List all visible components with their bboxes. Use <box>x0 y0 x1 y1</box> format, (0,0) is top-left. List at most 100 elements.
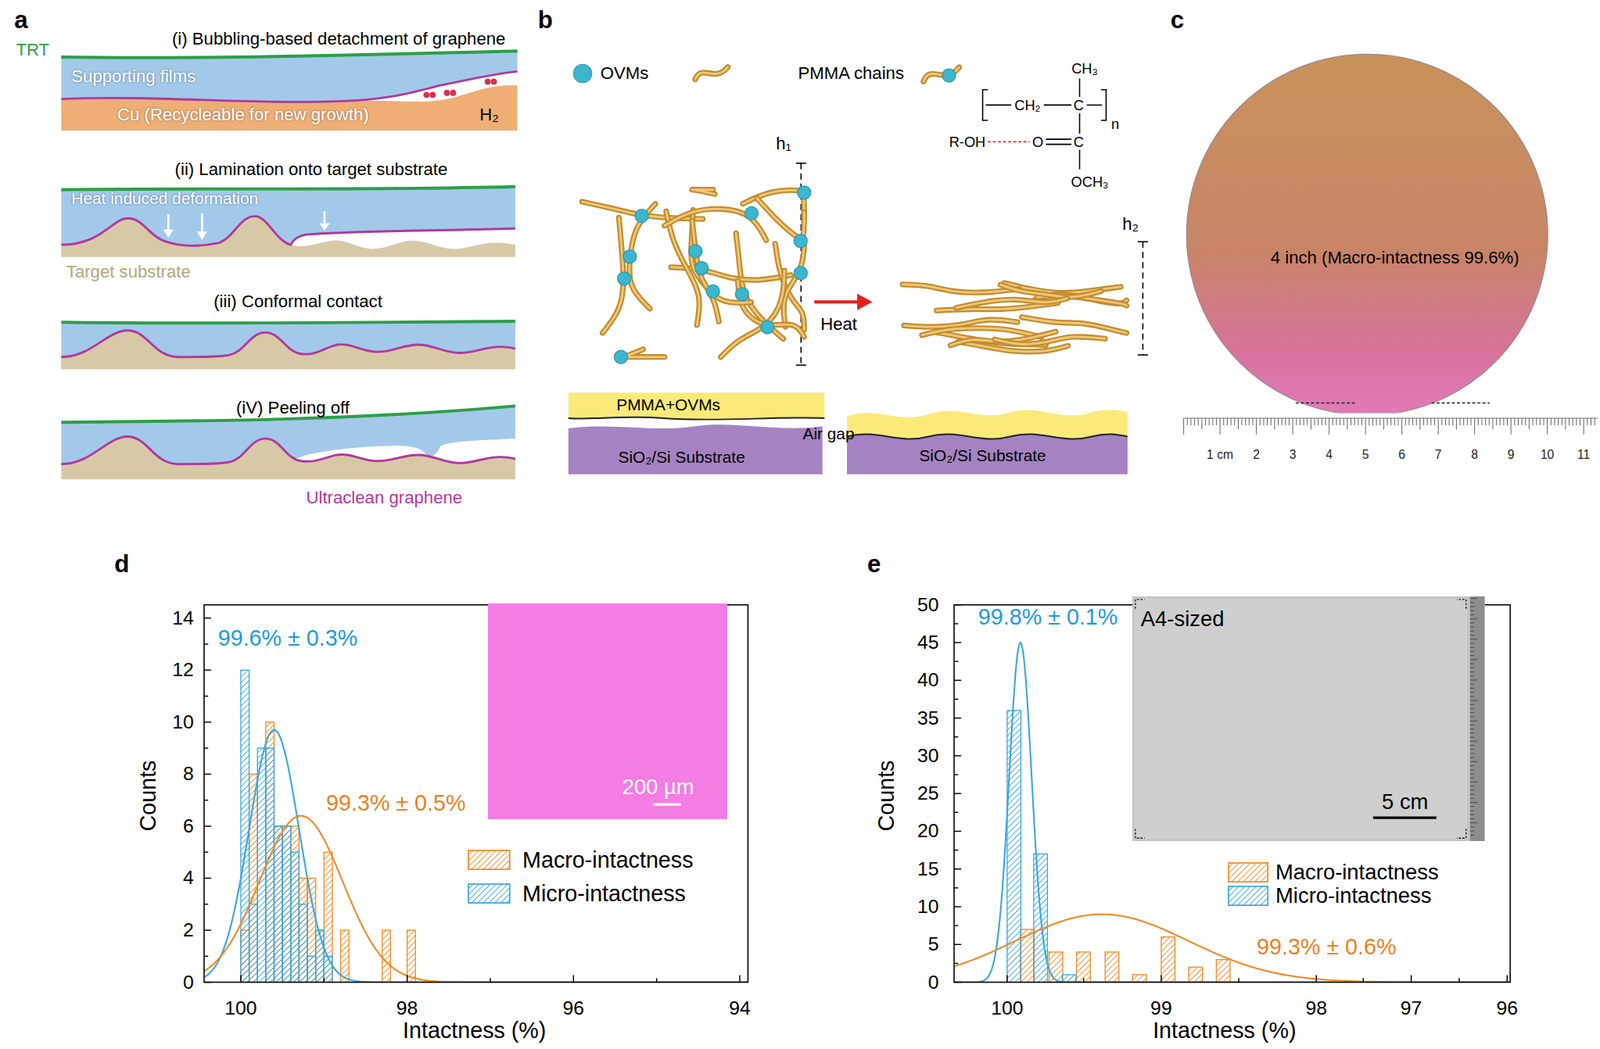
histogram-e <box>1132 975 1147 983</box>
ruler <box>1198 418 1199 426</box>
ruler <box>1506 418 1508 426</box>
histogram-e <box>1006 975 1008 983</box>
photo-inset-art <box>1470 794 1475 796</box>
pmma-chains <box>1022 317 1127 334</box>
tick-label: 98 <box>1305 997 1328 1021</box>
photo-inset-art <box>1470 741 1478 743</box>
photo-inset-art <box>1470 814 1475 816</box>
photo-inset-art <box>1470 728 1475 730</box>
film-band: Heat induced deformation <box>60 190 517 213</box>
photo-inset-art <box>1470 810 1475 812</box>
pmma-chains <box>956 298 1068 309</box>
ruler <box>1252 418 1253 426</box>
ruler <box>1488 418 1490 426</box>
ruler <box>1513 418 1515 426</box>
ruler <box>1368 418 1370 426</box>
ruler-number: 4 <box>1325 448 1333 463</box>
annotation: 99.3% ± 0.5% <box>326 789 466 816</box>
chemical-bonds <box>1079 150 1081 170</box>
hydrogen-bubbles <box>429 91 436 98</box>
process-label: Heat <box>820 314 858 335</box>
ruler <box>1532 418 1534 426</box>
tick-label: 96 <box>563 997 585 1021</box>
ruler <box>1553 418 1555 426</box>
photo-inset-art <box>1470 656 1475 657</box>
ruler <box>1524 418 1526 426</box>
ruler <box>1445 418 1446 426</box>
step-title: (ii) Lamination onto target substrate <box>175 159 449 180</box>
photo-inset-art <box>1470 598 1478 600</box>
ruler <box>1277 418 1279 426</box>
ruler <box>1343 418 1345 426</box>
pmma-chains <box>738 280 805 338</box>
tick-label: 4 <box>182 867 194 890</box>
histogram-d <box>323 978 325 983</box>
ruler-number: 3 <box>1289 448 1297 463</box>
ruler <box>1438 418 1439 435</box>
legend-swatch <box>695 67 729 80</box>
pmma-layer: PMMA+OVMs <box>568 392 826 419</box>
photo-inset-art <box>1470 798 1475 800</box>
photo-inset-art <box>1470 782 1478 783</box>
photo-inset-art <box>1470 827 1475 829</box>
ruler <box>1463 418 1464 426</box>
photo-inset-art <box>1470 671 1475 673</box>
bound-chain-icon <box>923 67 960 82</box>
histogram-e <box>954 755 962 757</box>
chem-group: CH₂ <box>1014 96 1041 114</box>
hydrogen-bubbles <box>491 78 498 85</box>
ruler <box>1317 418 1319 426</box>
axis-title: Counts <box>872 760 899 832</box>
histogram-d <box>240 975 241 983</box>
histogram-d <box>307 956 316 983</box>
chemical-bonds <box>985 104 1012 107</box>
histogram-d <box>204 956 209 958</box>
chemical-bonds <box>1043 104 1072 107</box>
histogram-d <box>282 826 291 983</box>
tick-label: 15 <box>917 857 940 881</box>
histogram-e <box>954 812 958 814</box>
height-marker <box>1137 354 1148 356</box>
photo-inset-art <box>1456 829 1467 840</box>
ruler <box>1310 418 1312 430</box>
ruler <box>1255 418 1257 435</box>
histogram-d <box>323 956 333 983</box>
ruler <box>1314 418 1316 426</box>
chem-group: OCH₃ <box>1071 173 1109 191</box>
histogram-d <box>573 975 574 983</box>
annotation: 99.8% ± 0.1% <box>978 604 1118 631</box>
ruler <box>1306 418 1308 426</box>
ruler <box>1456 418 1457 430</box>
pmma-chains <box>793 234 808 248</box>
histogram-d <box>204 904 209 905</box>
tick-label: 35 <box>917 706 940 730</box>
histogram-d <box>204 825 212 827</box>
chem-atom: C <box>1073 133 1084 151</box>
tick-label: 30 <box>917 745 940 768</box>
ruler <box>1321 418 1323 426</box>
histogram-e <box>954 736 958 738</box>
interface-line <box>846 434 1128 439</box>
axis-title: Counts <box>135 760 162 832</box>
histogram-d <box>240 670 250 983</box>
ruler <box>1423 418 1425 426</box>
ruler <box>1266 418 1268 426</box>
hydrogen-bubbles <box>423 91 431 98</box>
legend-text: Macro-intactness <box>522 846 693 873</box>
histogram-e <box>954 604 962 606</box>
photo-inset-art <box>1470 745 1475 747</box>
pmma-chains <box>793 266 808 280</box>
panel-letter: d <box>114 550 130 579</box>
ruler <box>1467 418 1468 426</box>
photo-inset-art <box>1470 807 1475 808</box>
step-title: (iV) Peeling off <box>236 398 350 419</box>
dimension-label: h₁ <box>775 133 792 155</box>
ruler <box>1408 418 1410 426</box>
chemical-bonds <box>982 89 989 121</box>
ruler <box>1332 418 1334 426</box>
pmma-chains <box>634 209 649 223</box>
figure-art <box>60 50 1598 983</box>
histogram-d <box>204 695 209 697</box>
ruler <box>1590 418 1592 426</box>
ruler <box>1510 418 1512 435</box>
